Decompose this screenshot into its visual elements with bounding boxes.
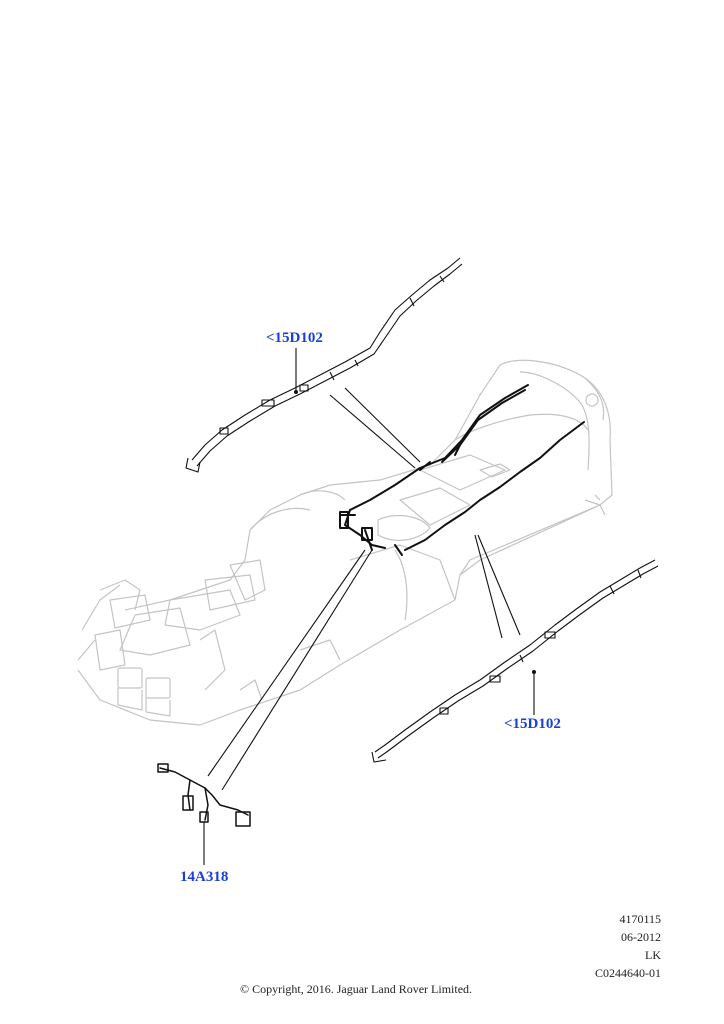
leader-line-2b: [474, 534, 503, 639]
illustration-date: 06-2012: [621, 930, 661, 944]
console-harness: [339, 384, 585, 556]
callout-15d102-upper[interactable]: <15D102: [266, 330, 323, 346]
center-console-outline: [77, 359, 613, 726]
small-harness: [157, 763, 251, 827]
upper-harness-bracket: [185, 257, 463, 473]
leader-line-1b: [329, 394, 416, 469]
illustration-code: C0244640-01: [595, 966, 661, 980]
leader-dot-2: [532, 670, 536, 674]
illustration-meta: 4170115 06-2012 LK C0244640-01: [595, 910, 661, 982]
leader-line-3b: [207, 549, 366, 777]
leader-lines: [203, 348, 535, 865]
leader-line-1c: [344, 387, 421, 463]
illustration-number: 4170115: [619, 912, 661, 926]
copyright-notice: © Copyright, 2016. Jaguar Land Rover Lim…: [239, 982, 473, 996]
leader-line-3c: [221, 549, 373, 791]
leader-dot-1: [294, 390, 298, 394]
callout-14a318[interactable]: 14A318: [180, 869, 229, 885]
lower-harness-bracket: [371, 559, 659, 763]
illustrator-initials: LK: [645, 948, 661, 962]
leader-line-2c: [477, 534, 521, 636]
callout-15d102-lower[interactable]: <15D102: [504, 716, 561, 732]
